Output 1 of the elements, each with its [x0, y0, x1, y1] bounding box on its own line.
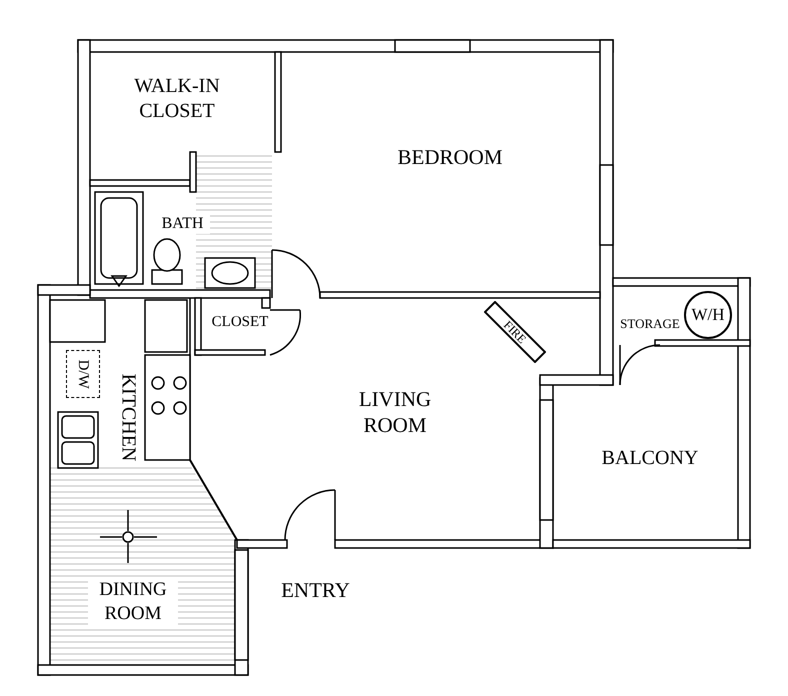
dishwasher-box: D/W	[66, 350, 100, 398]
